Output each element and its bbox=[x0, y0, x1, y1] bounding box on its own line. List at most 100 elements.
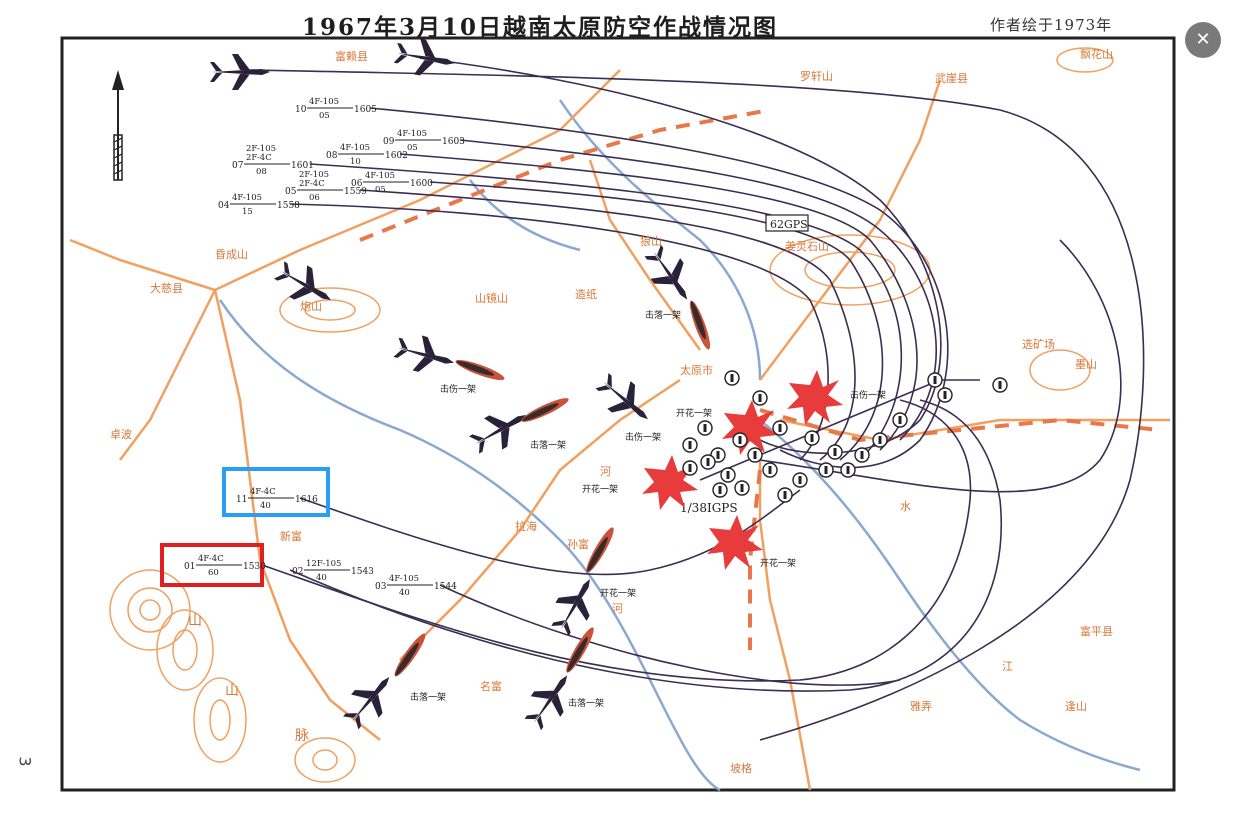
place-name: 新富 bbox=[280, 529, 302, 543]
aa-gun-positions bbox=[682, 370, 1008, 503]
fighter-jet-icon bbox=[551, 579, 590, 636]
place-name: 江 bbox=[1002, 660, 1013, 673]
flight-time: 1544 bbox=[434, 582, 457, 592]
track-06 bbox=[429, 181, 884, 461]
flight-altitude: 40 bbox=[260, 501, 271, 511]
flight-tracks bbox=[249, 57, 1145, 741]
flight-time: 1559 bbox=[344, 187, 367, 197]
fighter-jet-icon bbox=[274, 261, 331, 300]
place-name: 坡格 bbox=[730, 761, 752, 775]
burst-icon-1 bbox=[642, 455, 698, 510]
combat-note: 击落一架 bbox=[645, 309, 681, 321]
combat-note: 开花一架 bbox=[676, 407, 712, 419]
aircraft bbox=[210, 38, 711, 731]
flight-number: 02 bbox=[292, 567, 303, 577]
flight-aircraft: 2F-105 bbox=[246, 144, 276, 154]
place-name: 水 bbox=[900, 500, 911, 513]
flight-number: 07 bbox=[232, 161, 244, 171]
flight-labels: 104F-105051605094F-105051603084F-1051016… bbox=[184, 97, 465, 598]
place-name: 富平县 bbox=[1080, 624, 1113, 638]
map-frame bbox=[60, 36, 1176, 792]
place-name: 罗轩山 bbox=[800, 69, 833, 83]
flight-aircraft: 4F-4C bbox=[250, 487, 276, 497]
railway-2 bbox=[759, 408, 1161, 443]
fighter-jet-icon bbox=[343, 677, 390, 730]
river-east bbox=[759, 419, 1141, 772]
burst-icon-4 bbox=[722, 400, 778, 455]
track-east bbox=[759, 239, 1122, 493]
river-main bbox=[218, 299, 721, 792]
flight-aircraft: 4F-105 bbox=[340, 143, 370, 153]
smoke-trail-icon bbox=[455, 359, 505, 381]
railways bbox=[359, 108, 1161, 650]
combat-note: 击落一架 bbox=[530, 439, 566, 451]
fighter-jet-icon bbox=[595, 373, 648, 420]
flight-altitude: 06 bbox=[309, 193, 320, 203]
flight-aircraft: 4F-105 bbox=[232, 193, 262, 203]
flight-number: 03 bbox=[375, 582, 387, 592]
place-name: 名富 bbox=[480, 679, 502, 693]
flight-aircraft: 2F-4C bbox=[299, 179, 325, 189]
flight-aircraft: 2F-4C bbox=[246, 153, 272, 163]
track-03 bbox=[439, 584, 901, 686]
flight-aircraft: 4F-105 bbox=[389, 574, 419, 584]
track-02 bbox=[289, 399, 1002, 692]
river-north bbox=[558, 99, 762, 381]
combat-note: 开花一架 bbox=[582, 483, 618, 495]
rivers bbox=[218, 99, 1141, 792]
place-name: 孙富 bbox=[567, 537, 589, 551]
close-icon[interactable]: ✕ bbox=[1185, 22, 1221, 58]
track-08 bbox=[399, 153, 918, 451]
highlight-box-blue bbox=[222, 467, 330, 517]
flight-number: 04 bbox=[218, 201, 230, 211]
road-4 bbox=[119, 289, 217, 461]
place-name: 太原市 bbox=[680, 363, 713, 377]
track-01 bbox=[261, 399, 972, 682]
place-name: 山 bbox=[188, 613, 202, 629]
north-arrow-icon bbox=[112, 70, 124, 181]
combat-note: 击落一架 bbox=[410, 691, 446, 703]
place-name: 墨山 bbox=[1075, 358, 1097, 371]
combat-note: 击落一架 bbox=[568, 697, 604, 709]
flight-altitude: 05 bbox=[319, 111, 330, 121]
unit-box-62gps bbox=[765, 214, 809, 232]
flight-aircraft: 12F-105 bbox=[306, 559, 341, 569]
place-name: 昏成山 bbox=[215, 248, 248, 261]
flight-aircraft: 4F-105 bbox=[397, 129, 427, 139]
flight-number: 06 bbox=[351, 179, 363, 189]
flight-number: 10 bbox=[295, 105, 307, 115]
flight-number: 09 bbox=[383, 137, 395, 147]
flight-aircraft: 4F-105 bbox=[309, 97, 339, 107]
smoke-trail-icon bbox=[394, 633, 426, 677]
place-name: 山 bbox=[225, 683, 239, 699]
flight-altitude: 40 bbox=[399, 588, 410, 598]
place-names: 富赖县罗轩山武崖县大慈县山镜山造纸太原市选矿场墨山卓波新富拉海孙富富平县山山脉名… bbox=[110, 48, 1113, 775]
flight-altitude: 60 bbox=[208, 568, 219, 578]
fighter-jet-icon bbox=[644, 244, 688, 300]
road-1 bbox=[214, 69, 621, 292]
flight-time: 1602 bbox=[385, 151, 408, 161]
fighter-jet-icon bbox=[524, 675, 568, 731]
smoke-trail-icon bbox=[689, 300, 711, 350]
combat-note: 击伤一架 bbox=[625, 431, 661, 443]
place-name: 造纸 bbox=[575, 287, 597, 301]
flight-number: 08 bbox=[326, 151, 338, 161]
place-name: 姜灵石山 bbox=[785, 239, 829, 253]
track-10 bbox=[369, 107, 949, 469]
flight-time: 1543 bbox=[351, 567, 374, 577]
road-9 bbox=[588, 159, 702, 351]
flight-altitude: 40 bbox=[316, 573, 327, 583]
flight-altitude: 05 bbox=[375, 185, 386, 195]
place-name: 飘花山 bbox=[1080, 48, 1113, 61]
road-5 bbox=[759, 79, 942, 381]
smoke-trail-icon bbox=[566, 627, 594, 673]
place-name: 河 bbox=[612, 602, 623, 615]
flight-number: 05 bbox=[285, 187, 297, 197]
